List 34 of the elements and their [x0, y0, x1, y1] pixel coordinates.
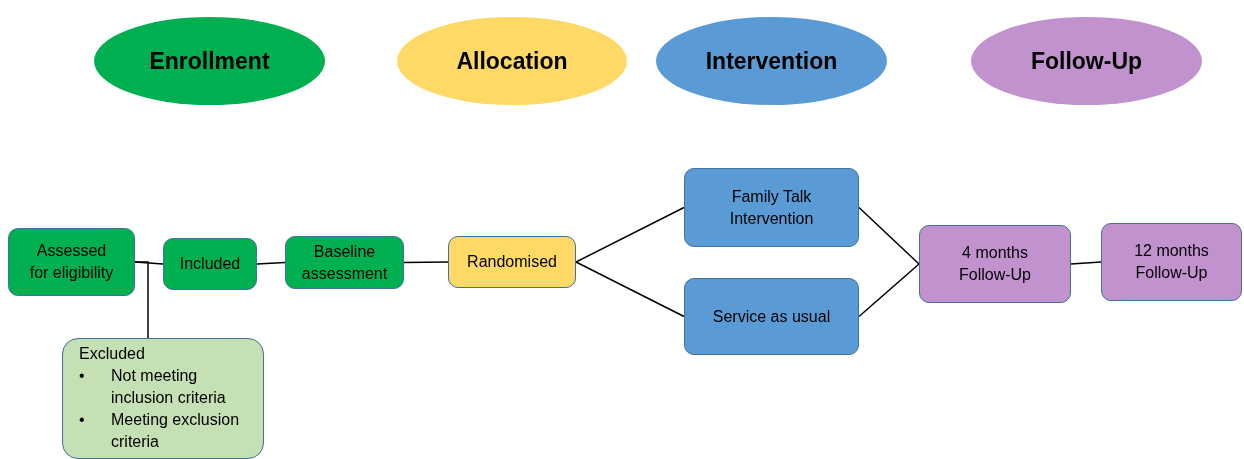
box-label: Baseline assessment — [301, 241, 388, 284]
phase-title: Allocation — [456, 46, 568, 76]
box-label: Randomised — [467, 252, 557, 272]
connector-line — [1070, 261, 1102, 265]
box-label: Service as usual — [712, 306, 831, 327]
connector-line — [858, 206, 920, 265]
process-box — [163, 238, 257, 290]
process-box — [684, 278, 859, 355]
box-label: 4 months Follow-Up — [958, 243, 1032, 285]
connector-line — [256, 261, 286, 265]
process-box — [448, 236, 576, 288]
bullet-item: Meeting exclusion criteria — [111, 410, 241, 452]
connector-line — [575, 206, 685, 263]
process-box — [8, 228, 135, 296]
connector-line — [575, 261, 685, 318]
exclusion-box — [62, 338, 264, 459]
box-label: Family Talk Intervention — [728, 186, 815, 229]
box-label: Assessed for eligibility — [29, 241, 114, 283]
bullet: • — [79, 410, 85, 430]
box-label: 12 months Follow-Up — [1133, 241, 1210, 283]
phase-title: Enrollment — [149, 46, 270, 76]
connector-line — [134, 261, 149, 339]
process-box — [684, 168, 859, 247]
process-box — [1101, 223, 1242, 301]
connector-line — [858, 263, 920, 318]
bullet: • — [79, 366, 85, 386]
box-label: Included — [179, 254, 241, 274]
box-heading: Excluded — [79, 344, 145, 364]
process-box — [919, 225, 1071, 303]
connector-line — [403, 261, 449, 264]
process-box — [285, 236, 404, 289]
phase-title: Follow-Up — [1030, 46, 1143, 76]
phase-title: Intervention — [705, 46, 838, 76]
bullet-item: Not meeting inclusion criteria — [111, 366, 227, 408]
